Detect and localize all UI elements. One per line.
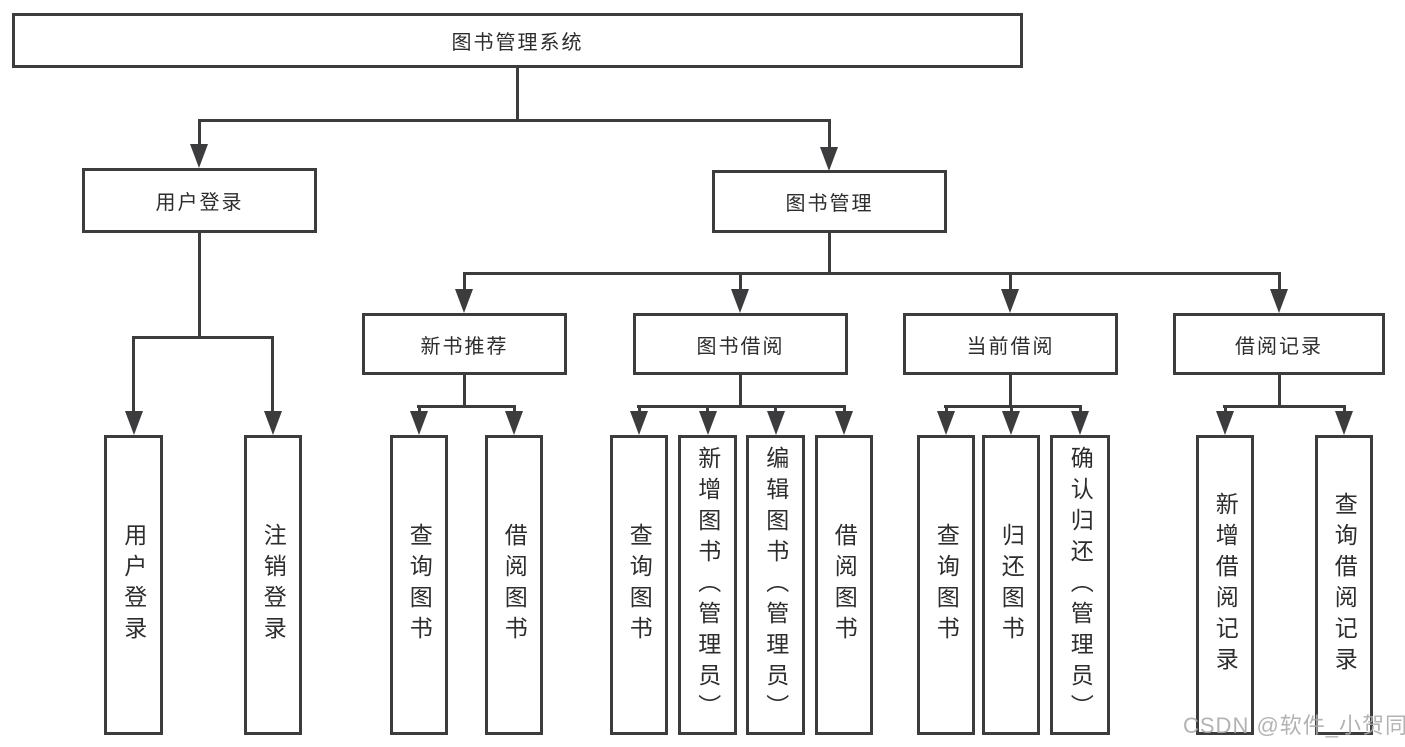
arrow-down-icon: [125, 411, 143, 435]
connector-user-horizontal: [132, 336, 274, 339]
arrow-down-icon: [455, 289, 473, 313]
leaf-query-borrow-record: 查询借阅记录: [1315, 435, 1373, 735]
connector-bookborrow-leaf4-stem: [843, 408, 846, 411]
leaf-query-books-recommend-label: 查询图书: [406, 523, 433, 647]
node-current-borrowing: 当前借阅: [903, 313, 1118, 375]
leaf-edit-book-admin-label: 编辑图书（管理员）: [762, 445, 789, 725]
connector-root-to-bookmgmt-stem: [828, 122, 831, 147]
leaf-return-book: 归还图书: [982, 435, 1040, 735]
node-book-management: 图书管理: [712, 170, 947, 233]
arrow-down-icon: [505, 411, 523, 435]
leaf-confirm-return-admin-label: 确认归还（管理员）: [1067, 445, 1094, 725]
leaf-query-books-current-label: 查询图书: [933, 523, 960, 647]
arrow-down-icon: [1216, 411, 1234, 435]
arrow-down-icon: [767, 411, 785, 435]
node-library-system-label: 图书管理系统: [451, 32, 584, 54]
leaf-query-books-recommend: 查询图书: [390, 435, 448, 735]
arrow-down-icon: [699, 411, 717, 435]
node-borrow-records: 借阅记录: [1173, 313, 1385, 375]
connector-currentborrow-leaf2-stem: [1010, 408, 1013, 411]
leaf-logout: 注销登录: [244, 435, 302, 735]
leaf-borrow-books-recommend: 借阅图书: [485, 435, 543, 735]
leaf-add-borrow-record-label: 新增借阅记录: [1212, 492, 1239, 678]
node-library-system: 图书管理系统: [12, 13, 1023, 68]
arrow-down-icon: [835, 411, 853, 435]
connector-bookborrow-leaf2-stem: [706, 408, 709, 411]
node-user-login: 用户登录: [82, 168, 317, 233]
connector-root-to-user-stem: [198, 122, 201, 144]
node-current-borrowing-label: 当前借阅: [966, 335, 1055, 358]
connector-newbooks-horizontal: [417, 405, 516, 408]
connector-newbooks-leaf2-stem: [513, 408, 516, 411]
arrow-down-icon: [1002, 411, 1020, 435]
node-book-management-label: 图书管理: [785, 193, 874, 215]
connector-borrowrecords-leaf1-stem: [1224, 408, 1227, 411]
leaf-user-login-label: 用户登录: [120, 523, 147, 647]
leaf-add-book-admin-label: 新增图书（管理员）: [694, 445, 721, 725]
connector-bookmgmt-vertical: [828, 233, 831, 272]
connector-currentborrow-vertical: [1009, 375, 1012, 405]
connector-bookborrow-horizontal: [637, 405, 846, 408]
arrow-down-icon: [1335, 411, 1353, 435]
csdn-watermark: CSDN @软件_小贺同学: [1183, 713, 1405, 738]
leaf-add-book-admin: 新增图书（管理员）: [678, 435, 737, 735]
node-borrow-records-label: 借阅记录: [1235, 335, 1323, 358]
arrow-down-icon: [937, 411, 955, 435]
node-user-login-label: 用户登录: [155, 192, 244, 214]
leaf-query-borrow-record-label: 查询借阅记录: [1331, 492, 1358, 678]
connector-to-currentborrow-stem: [1009, 275, 1012, 289]
node-book-borrowing-label: 图书借阅: [696, 335, 785, 358]
connector-to-newbooks-stem: [463, 275, 466, 289]
connector-borrowrecords-leaf2-stem: [1343, 408, 1346, 411]
arrow-down-icon: [1270, 289, 1288, 313]
connector-newbooks-leaf1-stem: [418, 408, 421, 411]
arrow-down-icon: [190, 144, 208, 168]
connector-user-leaf1-stem: [132, 339, 135, 411]
leaf-borrow-books: 借阅图书: [815, 435, 873, 735]
connector-user-leaf2-stem: [271, 339, 274, 411]
leaf-borrow-books-recommend-label: 借阅图书: [501, 523, 528, 647]
connector-bookborrow-leaf1-stem: [638, 408, 641, 411]
arrow-down-icon: [1001, 289, 1019, 313]
connector-to-borrowrecords-stem: [1278, 275, 1281, 289]
arrow-down-icon: [630, 411, 648, 435]
leaf-confirm-return-admin: 确认归还（管理员）: [1050, 435, 1110, 735]
node-book-borrowing: 图书借阅: [633, 313, 848, 375]
connector-currentborrow-leaf3-stem: [1079, 408, 1082, 411]
leaf-borrow-books-label: 借阅图书: [831, 523, 858, 647]
connector-to-bookborrow-stem: [739, 275, 742, 289]
leaf-add-borrow-record: 新增借阅记录: [1196, 435, 1254, 735]
connector-bookmgmt-horizontal: [463, 272, 1281, 275]
node-new-book-recommend-label: 新书推荐: [420, 335, 509, 358]
leaf-return-book-label: 归还图书: [998, 523, 1025, 647]
connector-currentborrow-leaf1-stem: [945, 408, 948, 411]
leaf-edit-book-admin: 编辑图书（管理员）: [746, 435, 805, 735]
connector-bookborrow-vertical: [739, 375, 742, 405]
leaf-query-books-current: 查询图书: [917, 435, 975, 735]
arrow-down-icon: [731, 289, 749, 313]
connector-root-horizontal: [198, 119, 831, 122]
connector-borrowrecords-vertical: [1278, 375, 1281, 405]
connector-currentborrow-horizontal: [944, 405, 1082, 408]
connector-user-vertical: [198, 233, 201, 336]
connector-root-vertical: [516, 68, 519, 119]
arrow-down-icon: [820, 147, 838, 171]
leaf-query-books-borrowing: 查询图书: [610, 435, 668, 735]
connector-bookborrow-leaf3-stem: [774, 408, 777, 411]
leaf-logout-label: 注销登录: [260, 523, 287, 647]
node-new-book-recommend: 新书推荐: [362, 313, 567, 375]
arrow-down-icon: [410, 411, 428, 435]
arrow-down-icon: [1071, 411, 1089, 435]
arrow-down-icon: [264, 411, 282, 435]
connector-newbooks-vertical: [463, 375, 466, 405]
connector-borrowrecords-horizontal: [1223, 405, 1346, 408]
leaf-user-login: 用户登录: [104, 435, 163, 735]
leaf-query-books-borrowing-label: 查询图书: [626, 523, 653, 647]
